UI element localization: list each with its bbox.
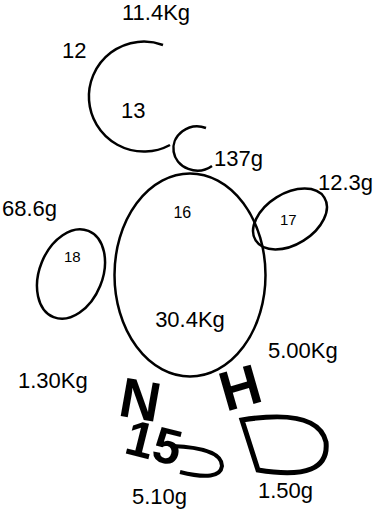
- ellipse-path: [24, 219, 117, 329]
- ellipse-outline: [38, 226, 104, 322]
- mass-number: 15: [121, 412, 187, 474]
- node-text: 17: [280, 212, 297, 227]
- mass-label: 12.3g: [318, 172, 373, 194]
- mass-label: 11.4Kg: [122, 2, 190, 24]
- mass-number: 12: [62, 40, 86, 62]
- ellipse-path: [115, 174, 266, 377]
- body-oval: 16 30.4Kg: [113, 172, 267, 378]
- left-arm-ellipse: 18: [38, 226, 104, 322]
- mass-number: 13: [121, 100, 145, 122]
- small-c-shape: [173, 127, 212, 171]
- node-text: 30.4Kg: [155, 309, 225, 331]
- node-text: 18: [64, 249, 81, 264]
- ellipse-outline: [113, 172, 267, 378]
- right-arm-ellipse: 17: [248, 192, 332, 246]
- mass-label: 1.30Kg: [18, 370, 88, 392]
- head-c-shape: [89, 42, 170, 152]
- node-text: 16: [173, 205, 191, 221]
- mass-label: 68.6g: [2, 198, 57, 220]
- foot-d-shape: [242, 417, 326, 473]
- mass-label: 5.10g: [132, 486, 187, 508]
- mass-label: 137g: [214, 148, 263, 170]
- mass-label: 5.00Kg: [268, 340, 338, 362]
- mass-label: 1.50g: [258, 480, 313, 502]
- element-symbol: H: [213, 356, 267, 421]
